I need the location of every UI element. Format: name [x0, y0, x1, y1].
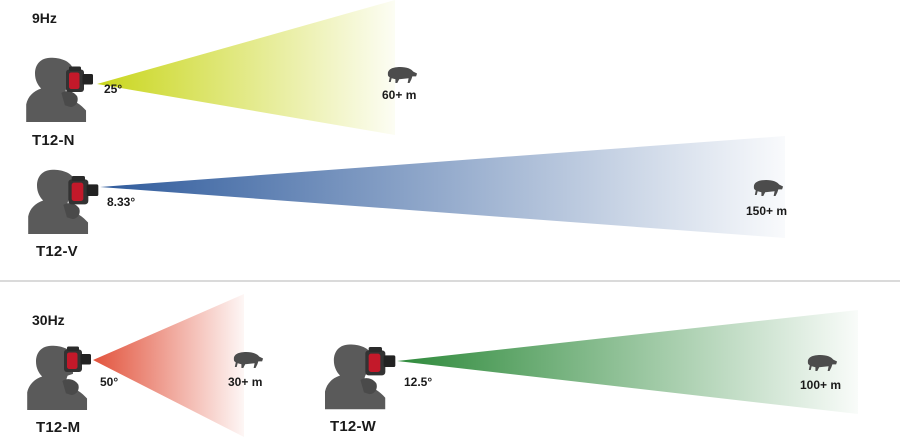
beam-t12-w	[397, 310, 858, 414]
angle-label-t12-m: 50°	[100, 375, 119, 389]
angle-label-t12-n: 25°	[104, 82, 123, 96]
section-label-30hz: 30Hz	[32, 312, 65, 328]
person-with-thermal-camera-icon	[26, 57, 93, 122]
distance-label-t12-w: 100+ m	[800, 378, 842, 392]
model-label-t12-m: T12-M	[36, 419, 81, 436]
model-label-t12-v: T12-V	[36, 243, 78, 260]
model-label-t12-w: T12-W	[330, 418, 376, 435]
person-with-thermal-camera-icon	[27, 345, 91, 410]
section-label-9hz: 9Hz	[32, 10, 57, 26]
distance-label-t12-n: 60+ m	[382, 88, 417, 102]
angle-label-t12-v: 8.33°	[107, 195, 136, 209]
person-with-thermal-camera-icon	[325, 344, 396, 410]
beam-t12-n	[97, 0, 395, 135]
angle-label-t12-w: 12.5°	[404, 375, 433, 389]
distance-label-t12-m: 30+ m	[228, 375, 263, 389]
model-label-t12-n: T12-N	[32, 132, 75, 149]
person-with-thermal-camera-icon	[28, 169, 99, 234]
beam-t12-m	[93, 294, 244, 437]
distance-label-t12-v: 150+ m	[746, 204, 788, 218]
beam-t12-v	[100, 136, 785, 238]
